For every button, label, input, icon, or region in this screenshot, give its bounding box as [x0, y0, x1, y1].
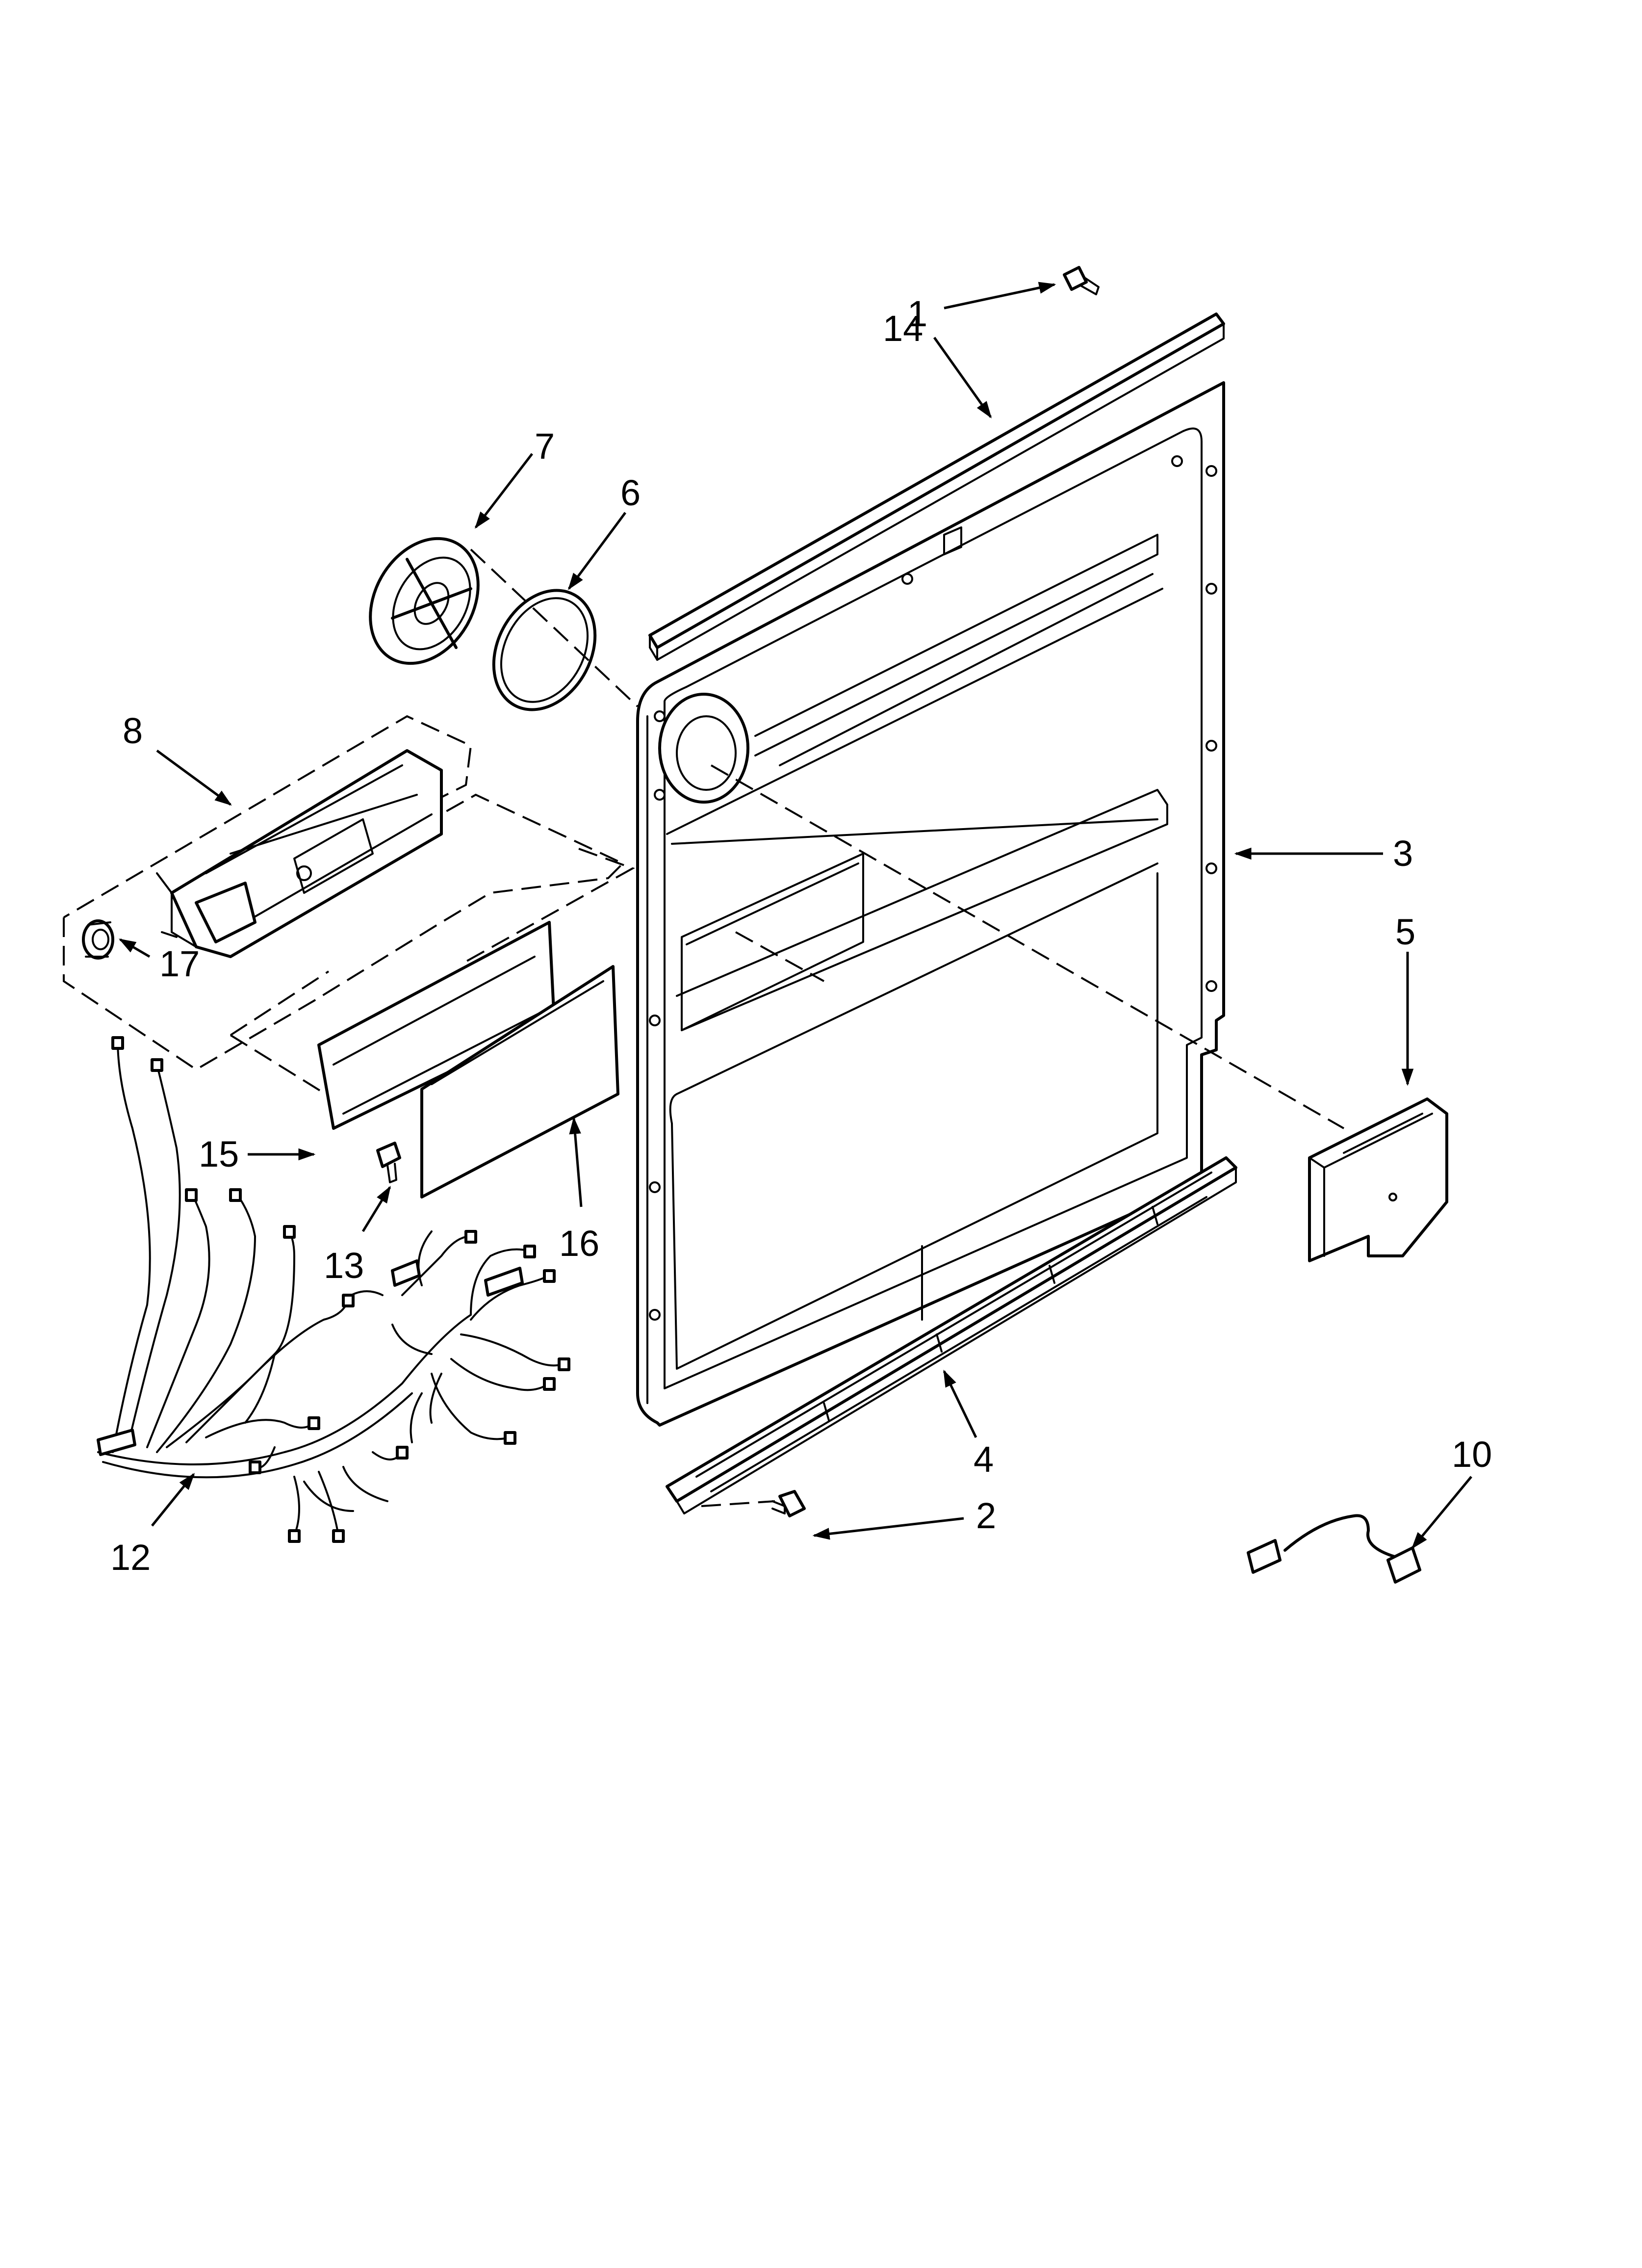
harness-connectors [97, 1036, 570, 1543]
dispenser-assembly-group [63, 715, 625, 1071]
screw-board [376, 1142, 401, 1183]
dispenser-box [1308, 1097, 1448, 1262]
callout-2: 2 [976, 1495, 996, 1536]
callout-14: 14 [883, 308, 923, 349]
callout-3: 3 [1393, 833, 1413, 874]
callout-6: 6 [620, 472, 641, 513]
screw-top [1063, 266, 1100, 295]
screw-bottom [771, 1490, 806, 1517]
leader-lines [118, 282, 1472, 1549]
callout-17: 17 [159, 943, 200, 984]
vent-cap [369, 537, 480, 665]
callout-15: 15 [199, 1134, 239, 1174]
knob-button [82, 919, 114, 960]
callout-7: 7 [535, 426, 555, 467]
callout-10: 10 [1452, 1434, 1492, 1475]
callout-5: 5 [1395, 912, 1415, 952]
callout-16: 16 [559, 1223, 599, 1264]
callout-13: 13 [324, 1245, 364, 1286]
inner-door-panel [636, 381, 1225, 1427]
callout-12: 12 [110, 1537, 151, 1578]
control-board-group [230, 848, 635, 1199]
callout-1: 1 [907, 293, 927, 334]
vent-gasket [492, 589, 597, 711]
callout-labels: 1 14 7 6 8 3 5 17 15 16 13 4 2 10 12 [110, 293, 1492, 1578]
callout-4: 4 [974, 1439, 994, 1480]
main-wire-harness [97, 1039, 565, 1537]
bottom-trim-strip [666, 1156, 1237, 1514]
short-wire-harness [1247, 1514, 1421, 1584]
callout-8: 8 [123, 710, 143, 751]
top-trim-strip [648, 313, 1225, 661]
